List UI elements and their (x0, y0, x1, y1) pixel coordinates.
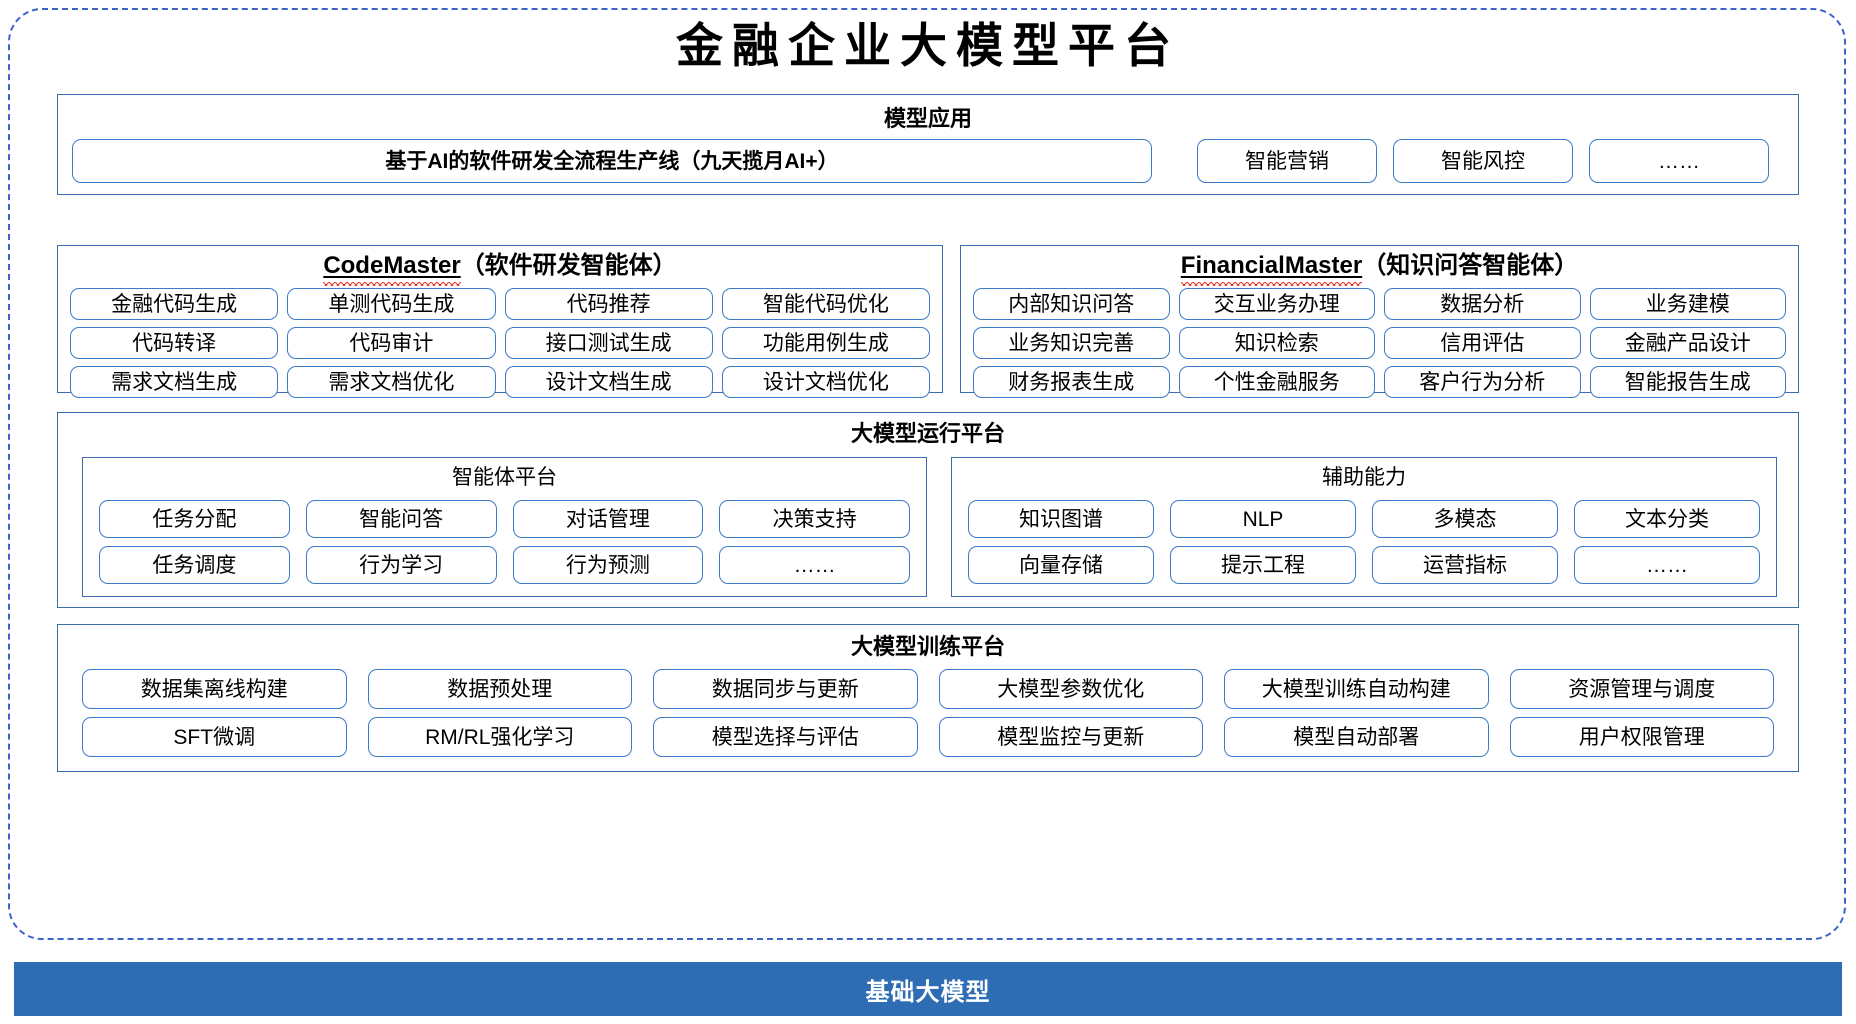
model-application-list: 基于AI的软件研发全流程生产线（九天揽月AI+） 智能营销 智能风控 …… (72, 139, 1786, 183)
runtime-pill[interactable]: 行为学习 (305, 546, 497, 584)
capability-pill[interactable]: 智能代码优化 (721, 288, 930, 320)
auxiliary-capability-grid: 知识图谱 NLP 多模态 文本分类 向量存储 提示工程 运营指标 …… (968, 500, 1760, 584)
capability-pill[interactable]: 交互业务办理 (1178, 288, 1375, 320)
subsection-title-auxiliary-capability: 辅助能力 (1322, 466, 1406, 489)
agent-platform-grid: 任务分配 智能问答 对话管理 决策支持 任务调度 行为学习 行为预测 …… (99, 500, 910, 584)
capability-pill[interactable]: 代码推荐 (504, 288, 713, 320)
section-title-training-platform: 大模型训练平台 (850, 634, 1005, 659)
subsection-agent-platform: 智能体平台 任务分配 智能问答 对话管理 决策支持 任务调度 行为学习 行为预测… (82, 457, 927, 597)
financialmaster-suffix: （知识问答智能体） (1362, 252, 1579, 279)
training-pill[interactable]: 资源管理与调度 (1509, 669, 1774, 709)
capability-pill[interactable]: 设计文档生成 (504, 366, 713, 398)
runtime-pill[interactable]: NLP (1170, 500, 1356, 538)
subsection-title-agent-platform: 智能体平台 (452, 466, 557, 489)
runtime-pill[interactable]: 智能问答 (305, 500, 497, 538)
capability-pill[interactable]: 需求文档优化 (287, 366, 496, 398)
runtime-pill[interactable]: 对话管理 (512, 500, 704, 538)
capability-pill[interactable]: 知识检索 (1178, 327, 1375, 359)
section-runtime-platform: 大模型运行平台 智能体平台 任务分配 智能问答 对话管理 决策支持 任务调度 行… (57, 412, 1799, 608)
capability-row: 代码转译 代码审计 接口测试生成 功能用例生成 (70, 327, 930, 359)
runtime-row: 任务调度 行为学习 行为预测 …… (99, 546, 910, 584)
runtime-pill[interactable]: …… (1574, 546, 1760, 584)
runtime-pill[interactable]: …… (719, 546, 910, 584)
training-pill[interactable]: SFT微调 (82, 717, 347, 757)
capability-pill[interactable]: 金融产品设计 (1589, 327, 1786, 359)
runtime-pill[interactable]: 决策支持 (719, 500, 910, 538)
subsection-auxiliary-capability: 辅助能力 知识图谱 NLP 多模态 文本分类 向量存储 提示工程 运营指标 …… (951, 457, 1777, 597)
app-item-smart-marketing[interactable]: 智能营销 (1197, 139, 1377, 183)
section-training-platform: 大模型训练平台 数据集离线构建 数据预处理 数据同步与更新 大模型参数优化 大模… (57, 624, 1799, 772)
capability-pill[interactable]: 业务知识完善 (973, 327, 1170, 359)
capability-pill[interactable]: 代码审计 (287, 327, 496, 359)
runtime-pill[interactable]: 多模态 (1372, 500, 1558, 538)
codemaster-capability-grid: 金融代码生成 单测代码生成 代码推荐 智能代码优化 代码转译 代码审计 接口测试… (70, 288, 930, 398)
runtime-pill[interactable]: 向量存储 (968, 546, 1154, 584)
capability-pill[interactable]: 内部知识问答 (973, 288, 1170, 320)
capability-row: 金融代码生成 单测代码生成 代码推荐 智能代码优化 (70, 288, 930, 320)
section-model-applications: 模型应用 基于AI的软件研发全流程生产线（九天揽月AI+） 智能营销 智能风控 … (57, 94, 1799, 195)
section-title-runtime-platform: 大模型运行平台 (850, 421, 1005, 446)
codemaster-name: CodeMaster (323, 252, 461, 279)
section-title-financialmaster: FinancialMaster（知识问答智能体） (961, 254, 1798, 278)
training-pill[interactable]: 数据预处理 (367, 669, 632, 709)
capability-pill[interactable]: 代码转译 (70, 327, 279, 359)
training-pill[interactable]: 大模型训练自动构建 (1224, 669, 1489, 709)
capability-row: 业务知识完善 知识检索 信用评估 金融产品设计 (973, 327, 1786, 359)
runtime-pill[interactable]: 任务分配 (99, 500, 290, 538)
capability-pill[interactable]: 财务报表生成 (973, 366, 1170, 398)
base-model-label: 基础大模型 (865, 978, 991, 1006)
app-item-ai-sdlc[interactable]: 基于AI的软件研发全流程生产线（九天揽月AI+） (72, 139, 1152, 183)
financialmaster-capability-grid: 内部知识问答 交互业务办理 数据分析 业务建模 业务知识完善 知识检索 信用评估… (973, 288, 1786, 398)
runtime-row: 知识图谱 NLP 多模态 文本分类 (968, 500, 1760, 538)
training-pill[interactable]: 数据集离线构建 (82, 669, 347, 709)
financialmaster-name: FinancialMaster (1180, 252, 1363, 279)
section-codemaster-agent: CodeMaster（软件研发智能体） 金融代码生成 单测代码生成 代码推荐 智… (57, 245, 943, 398)
capability-pill[interactable]: 业务建模 (1589, 288, 1786, 320)
runtime-pill[interactable]: 提示工程 (1170, 546, 1356, 584)
training-pill[interactable]: 大模型参数优化 (938, 669, 1203, 709)
training-row: SFT微调 RM/RL强化学习 模型选择与评估 模型监控与更新 模型自动部署 用… (82, 717, 1774, 757)
capability-pill[interactable]: 设计文档优化 (721, 366, 930, 398)
capability-row: 需求文档生成 需求文档优化 设计文档生成 设计文档优化 (70, 366, 930, 398)
runtime-row: 任务分配 智能问答 对话管理 决策支持 (99, 500, 910, 538)
training-pill[interactable]: 用户权限管理 (1509, 717, 1774, 757)
training-capability-grid: 数据集离线构建 数据预处理 数据同步与更新 大模型参数优化 大模型训练自动构建 … (82, 669, 1774, 757)
capability-pill[interactable]: 金融代码生成 (70, 288, 279, 320)
capability-pill[interactable]: 单测代码生成 (287, 288, 496, 320)
runtime-pill[interactable]: 知识图谱 (968, 500, 1154, 538)
capability-row: 财务报表生成 个性金融服务 客户行为分析 智能报告生成 (973, 366, 1786, 398)
capability-pill[interactable]: 信用评估 (1384, 327, 1581, 359)
training-pill[interactable]: 模型选择与评估 (653, 717, 918, 757)
capability-row: 内部知识问答 交互业务办理 数据分析 业务建模 (973, 288, 1786, 320)
capability-pill[interactable]: 智能报告生成 (1589, 366, 1786, 398)
training-pill[interactable]: 模型监控与更新 (938, 717, 1203, 757)
training-pill[interactable]: 数据同步与更新 (653, 669, 918, 709)
runtime-row: 向量存储 提示工程 运营指标 …… (968, 546, 1760, 584)
capability-pill[interactable]: 接口测试生成 (504, 327, 713, 359)
capability-pill[interactable]: 个性金融服务 (1178, 366, 1375, 398)
training-pill[interactable]: RM/RL强化学习 (367, 717, 632, 757)
section-title-model-applications: 模型应用 (883, 106, 972, 131)
capability-pill[interactable]: 客户行为分析 (1384, 366, 1581, 398)
capability-pill[interactable]: 数据分析 (1384, 288, 1581, 320)
training-pill[interactable]: 模型自动部署 (1224, 717, 1489, 757)
capability-pill[interactable]: 功能用例生成 (721, 327, 930, 359)
section-title-codemaster: CodeMaster（软件研发智能体） (58, 254, 942, 278)
section-financialmaster-agent: FinancialMaster（知识问答智能体） 内部知识问答 交互业务办理 数… (960, 245, 1799, 398)
app-item-smart-risk-control[interactable]: 智能风控 (1393, 139, 1573, 183)
runtime-pill[interactable]: 行为预测 (512, 546, 704, 584)
runtime-pill[interactable]: 运营指标 (1372, 546, 1558, 584)
page-title: 金融企业大模型平台 (676, 21, 1180, 73)
app-item-more[interactable]: …… (1589, 139, 1769, 183)
runtime-pill[interactable]: 任务调度 (99, 546, 290, 584)
codemaster-suffix: （软件研发智能体） (460, 252, 677, 279)
training-row: 数据集离线构建 数据预处理 数据同步与更新 大模型参数优化 大模型训练自动构建 … (82, 669, 1774, 709)
runtime-pill[interactable]: 文本分类 (1574, 500, 1760, 538)
diagram-outer-frame (8, 8, 1846, 940)
base-model-bar: 基础大模型 (14, 962, 1842, 1016)
capability-pill[interactable]: 需求文档生成 (70, 366, 279, 398)
